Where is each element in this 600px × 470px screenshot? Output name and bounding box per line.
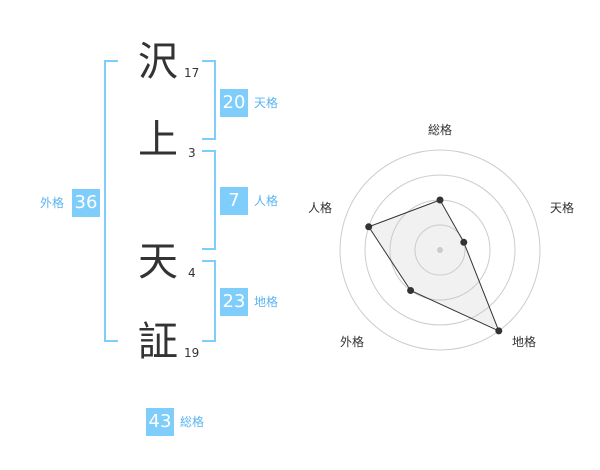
radar-point-tenkaku xyxy=(460,238,468,246)
radar-ring xyxy=(414,224,466,276)
radar-polygon xyxy=(367,199,500,332)
soukaku-value: 43 xyxy=(146,408,174,436)
name-char-3: 天 xyxy=(138,239,178,285)
radar-point-gaikaku xyxy=(407,287,415,294)
gaikaku-bracket xyxy=(104,60,118,342)
chikaku-value: 23 xyxy=(220,288,248,316)
radar-points xyxy=(365,196,503,335)
soukaku-label: 総格 xyxy=(180,415,205,429)
radar-ring xyxy=(339,149,541,351)
radar-axis-label-soukaku: 総格 xyxy=(427,123,452,137)
radar-axis-label-chikaku: 地格 xyxy=(511,335,536,349)
tenkaku-label: 天格 xyxy=(254,96,279,110)
gaikaku-label: 外格 xyxy=(40,196,65,210)
radar-center xyxy=(437,247,443,253)
stroke-count-3: 4 xyxy=(188,266,196,280)
name-char-1: 沢 xyxy=(138,39,178,85)
chikaku-bracket xyxy=(202,260,216,342)
radar-ring xyxy=(364,174,516,326)
chikaku-label: 地格 xyxy=(254,295,279,309)
radar-axis-label-tenkaku: 天格 xyxy=(549,201,574,215)
radar-axis-label-gaikaku: 外格 xyxy=(339,335,364,349)
tenkaku-value: 20 xyxy=(220,89,248,117)
jinkaku-value: 7 xyxy=(220,187,248,215)
stroke-count-1: 17 xyxy=(184,66,200,80)
gaikaku-value: 36 xyxy=(72,189,100,217)
stroke-count-2: 3 xyxy=(188,146,196,160)
tenkaku-bracket xyxy=(202,60,216,140)
name-char-2: 上 xyxy=(138,117,178,163)
radar-shape xyxy=(367,199,500,332)
name-char-4: 証 xyxy=(138,319,178,365)
radar-point-chikaku xyxy=(495,327,503,335)
radar-point-soukaku xyxy=(436,196,444,204)
radar-point-jinkaku xyxy=(365,223,373,231)
stroke-count-4: 19 xyxy=(184,346,200,360)
jinkaku-bracket xyxy=(202,150,216,250)
radar-rings xyxy=(339,149,541,351)
radar-axis-label-jinkaku: 人格 xyxy=(307,201,332,215)
jinkaku-label: 人格 xyxy=(254,194,279,208)
